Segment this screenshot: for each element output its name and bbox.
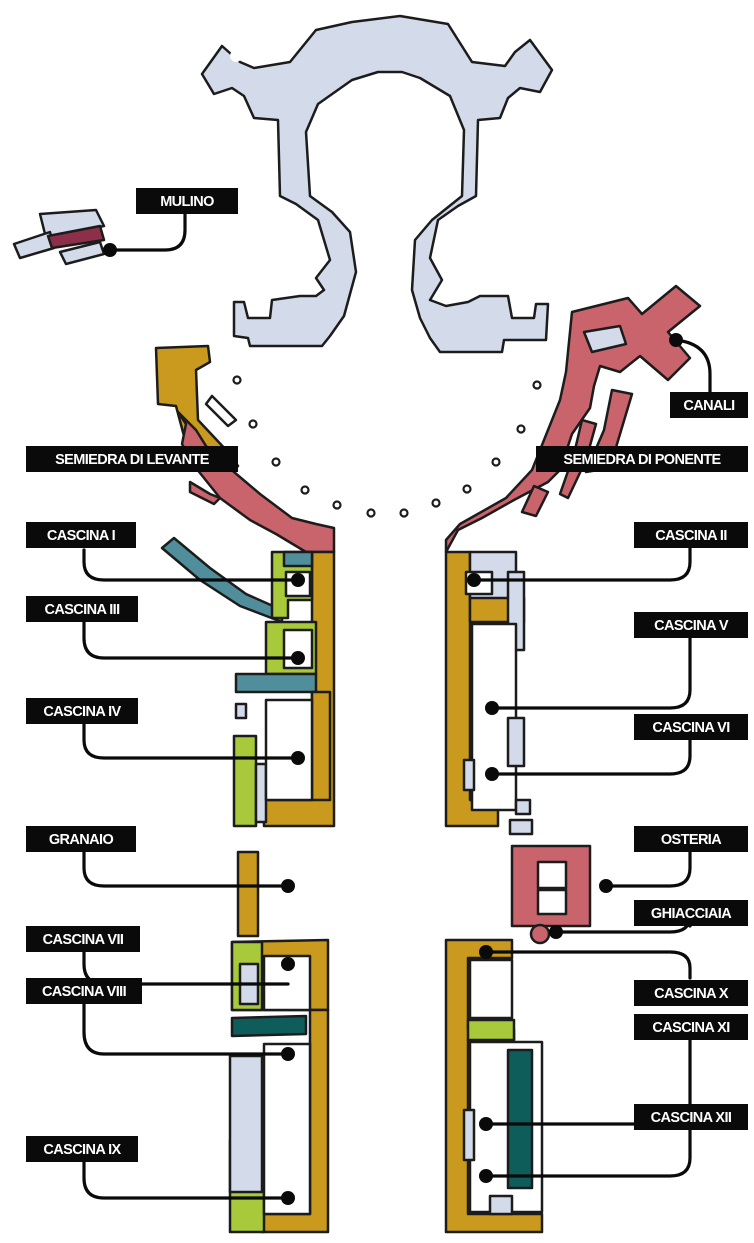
label-mulino: MULINO [136, 188, 238, 214]
label-cascina-9-text: CASCINA IX [43, 1142, 121, 1158]
label-cascina-4: CASCINA IV [26, 698, 138, 724]
label-osteria-text: OSTERIA [661, 832, 722, 848]
label-cascina-2: CASCINA II [634, 522, 748, 548]
colonnade [232, 375, 542, 518]
label-cascina-9: CASCINA IX [26, 1136, 138, 1162]
label-canali: CANALI [670, 392, 748, 418]
label-cascina-12: CASCINA XII [634, 1104, 748, 1130]
label-cascina-4-text: CASCINA IV [43, 704, 121, 720]
right-wing-buildings [444, 550, 592, 1234]
mulino-building [12, 208, 106, 266]
label-cascina-8-text: CASCINA VIII [42, 984, 127, 1000]
label-cascina-10: CASCINA X [634, 980, 748, 1006]
label-cascina-5: CASCINA V [634, 612, 748, 638]
label-semiedra-levante: SEMIEDRA DI LEVANTE [26, 446, 238, 472]
label-canali-text: CANALI [683, 398, 735, 414]
label-cascina-6: CASCINA VI [634, 714, 748, 740]
label-mulino-text: MULINO [160, 194, 214, 210]
label-semiedra-ponente-text: SEMIEDRA DI PONENTE [563, 452, 721, 468]
label-cascina-6-text: CASCINA VI [652, 720, 730, 736]
label-ghiacciaia-text: GHIACCIAIA [651, 906, 732, 922]
label-cascina-11: CASCINA XI [634, 1014, 748, 1040]
label-granaio-text: GRANAIO [49, 832, 114, 848]
label-granaio: GRANAIO [26, 826, 136, 852]
label-osteria: OSTERIA [634, 826, 748, 852]
label-semiedra-levante-text: SEMIEDRA DI LEVANTE [55, 452, 210, 468]
label-cascina-5-text: CASCINA V [654, 618, 729, 634]
label-cascina-12-text: CASCINA XII [651, 1110, 732, 1126]
label-cascina-8: CASCINA VIII [26, 978, 142, 1004]
label-ghiacciaia: GHIACCIAIA [634, 900, 748, 926]
label-cascina-1-text: CASCINA I [47, 528, 116, 544]
label-cascina-11-text: CASCINA XI [652, 1020, 730, 1036]
label-cascina-7: CASCINA VII [26, 926, 140, 952]
leader-endpoints [103, 243, 683, 1205]
palace-building [200, 14, 554, 354]
label-cascina-2-text: CASCINA II [655, 528, 727, 544]
label-cascina-10-text: CASCINA X [654, 986, 729, 1002]
label-semiedra-ponente: SEMIEDRA DI PONENTE [536, 446, 748, 472]
label-cascina-3-text: CASCINA III [44, 602, 120, 618]
label-cascina-1: CASCINA I [26, 522, 136, 548]
label-cascina-7-text: CASCINA VII [43, 932, 124, 948]
label-cascina-3: CASCINA III [26, 596, 138, 622]
